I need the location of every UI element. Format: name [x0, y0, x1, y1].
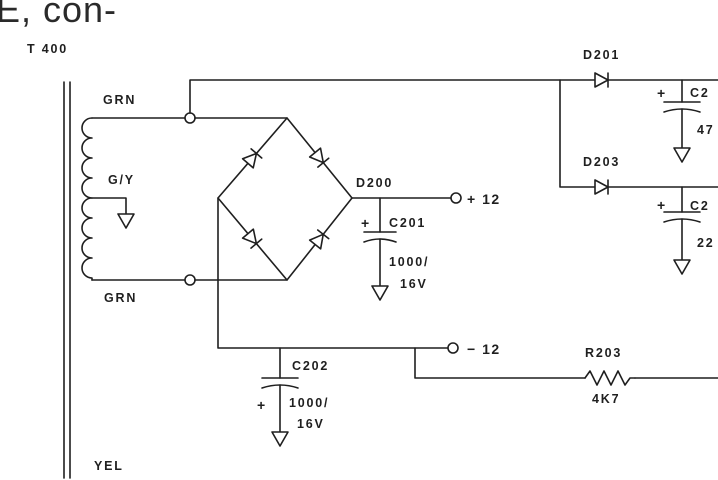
c202-value: 1000/	[289, 396, 329, 410]
bridge-diode-icon	[241, 148, 263, 169]
yellow-lead-label: YEL	[94, 459, 124, 473]
bridge-diode-icon	[308, 229, 330, 250]
c2-top-polarity: +	[657, 85, 667, 101]
r203-feed-wire	[414, 347, 586, 379]
d200-label: D200	[356, 176, 393, 190]
top-lead-label: GRN	[103, 93, 136, 107]
transformer-t400: T 400 GRN G/Y GRN YEL	[27, 42, 137, 479]
ground-icon	[371, 285, 389, 301]
diode-d203-icon	[594, 179, 609, 195]
d203-branch-wire	[559, 79, 718, 188]
capacitor-c202	[261, 347, 299, 433]
transformer-secondary-winding	[81, 117, 93, 281]
top-rail-wire	[189, 79, 718, 114]
bridge-diode-icon	[308, 147, 330, 168]
header-text-fragment: E, con-	[0, 0, 117, 30]
c2-top-value: 47	[697, 123, 715, 137]
diode-d201-icon	[594, 72, 609, 88]
c202-polarity: +	[257, 397, 267, 413]
c2-top-label: C2	[690, 86, 710, 100]
bridge-diode-icon	[241, 228, 263, 249]
center-tap-wire	[91, 197, 127, 215]
center-tap-label: G/Y	[108, 173, 135, 187]
c201-value: 1000/	[389, 255, 429, 269]
c2-bottom-polarity: +	[657, 197, 667, 213]
r203-value: 4K7	[592, 392, 620, 406]
d203-label: D203	[583, 155, 620, 169]
positive-terminal-icon	[450, 192, 462, 204]
r203-label: R203	[585, 346, 622, 360]
c201-polarity: +	[361, 215, 371, 231]
c202-label: C202	[292, 359, 329, 373]
ground-icon	[673, 259, 691, 275]
bridge-rectifier-d200	[217, 117, 353, 281]
negative-output-label: − 12	[467, 341, 501, 357]
c2-bottom-value: 22	[697, 236, 715, 250]
d201-label: D201	[583, 48, 620, 62]
capacitor-c2-top	[663, 79, 701, 149]
positive-output-label: + 12	[467, 191, 501, 207]
transformer-label: T 400	[27, 42, 68, 56]
resistor-r203-icon	[584, 370, 636, 386]
ground-icon	[271, 431, 289, 447]
ground-icon	[117, 213, 135, 229]
bottom-lead-label: GRN	[104, 291, 137, 305]
negative-rail-wire	[217, 197, 449, 349]
c2-bottom-label: C2	[690, 199, 710, 213]
bottom-terminal-icon	[184, 274, 196, 286]
negative-terminal-icon	[447, 342, 459, 354]
c201-label: C201	[389, 216, 426, 230]
capacitor-c2-bottom	[663, 186, 701, 261]
c202-voltage: 16V	[297, 417, 325, 431]
ground-icon	[673, 147, 691, 163]
capacitor-c201	[363, 197, 397, 287]
c201-voltage: 16V	[400, 277, 428, 291]
top-terminal-icon	[184, 112, 196, 124]
